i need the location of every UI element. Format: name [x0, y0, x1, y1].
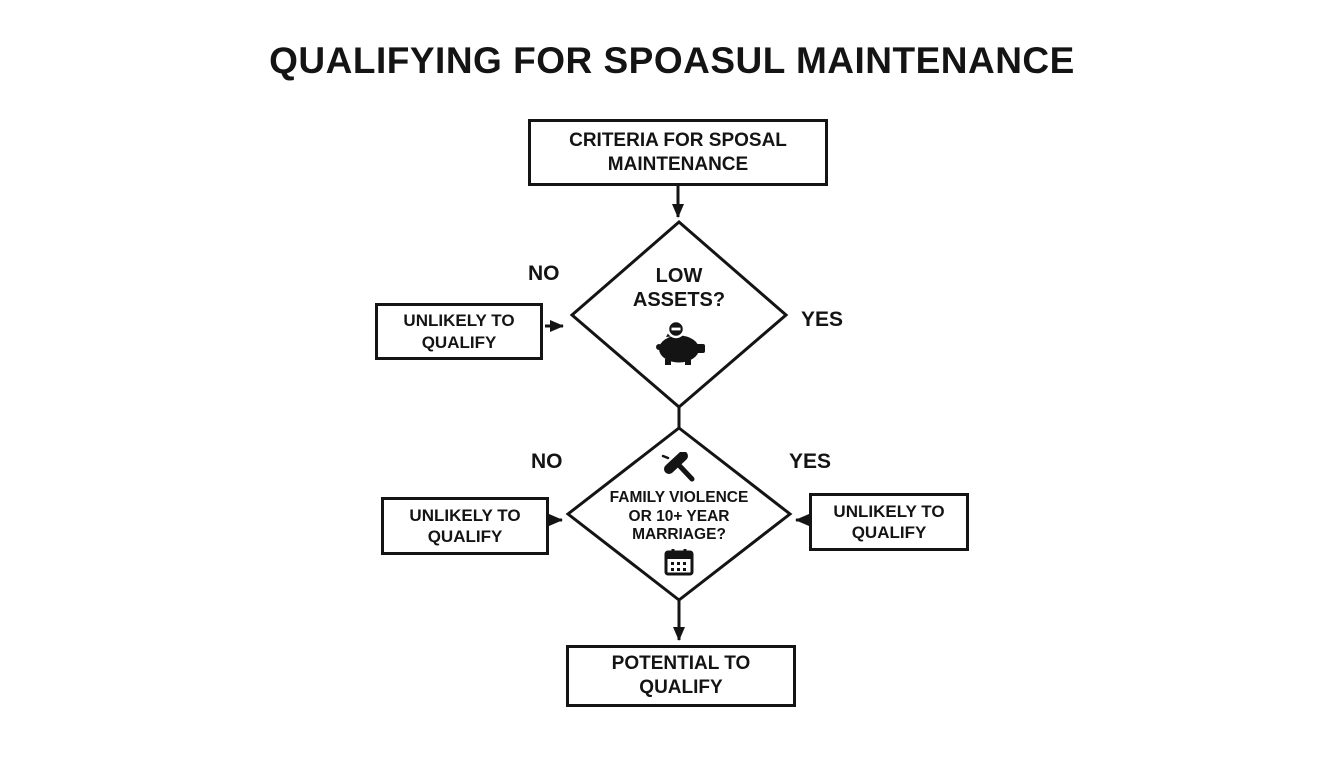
decision2-question: FAMILY VIOLENCE OR 10+ YEAR MARRIAGE?: [609, 488, 749, 544]
end-node-label: POTENTIAL TO QUALIFY: [611, 653, 751, 698]
start-node-criteria: CRITERIA FOR SPOSAL MAINTENANCE: [528, 119, 828, 186]
decision1-no-label: NO: [528, 262, 560, 285]
outcome-unlikely-2-label: UNLIKELY TO QUALIFY: [409, 505, 521, 546]
calendar-icon: [664, 548, 694, 576]
outcome-unlikely-3: UNLIKELY TO QUALIFY: [809, 493, 969, 551]
outcome-unlikely-2: UNLIKELY TO QUALIFY: [381, 497, 549, 555]
page-title: QUALIFYING FOR SPOASUL MAINTENANCE: [269, 40, 1075, 81]
outcome-unlikely-1-label: UNLIKELY TO QUALIFY: [403, 311, 515, 352]
decision2-content: FAMILY VIOLENCE OR 10+ YEAR MARRIAGE?: [589, 436, 769, 592]
gavel-icon: [659, 450, 699, 486]
start-node-label: CRITERIA FOR SPOSAL MAINTENANCE: [569, 129, 787, 175]
outcome-unlikely-1: UNLIKELY TO QUALIFY: [375, 303, 543, 360]
decision2-no-label: NO: [531, 450, 563, 473]
end-node-potential: POTENTIAL TO QUALIFY: [566, 645, 796, 707]
decision1-question: LOW ASSETS?: [632, 265, 726, 311]
decision2-yes-label: YES: [789, 450, 832, 473]
piggy-bank-minus-icon: [651, 319, 707, 366]
decision1-content: LOW ASSETS?: [599, 238, 759, 392]
outcome-unlikely-3-label: UNLIKELY TO QUALIFY: [833, 501, 945, 542]
decision1-yes-label: YES: [801, 308, 844, 331]
